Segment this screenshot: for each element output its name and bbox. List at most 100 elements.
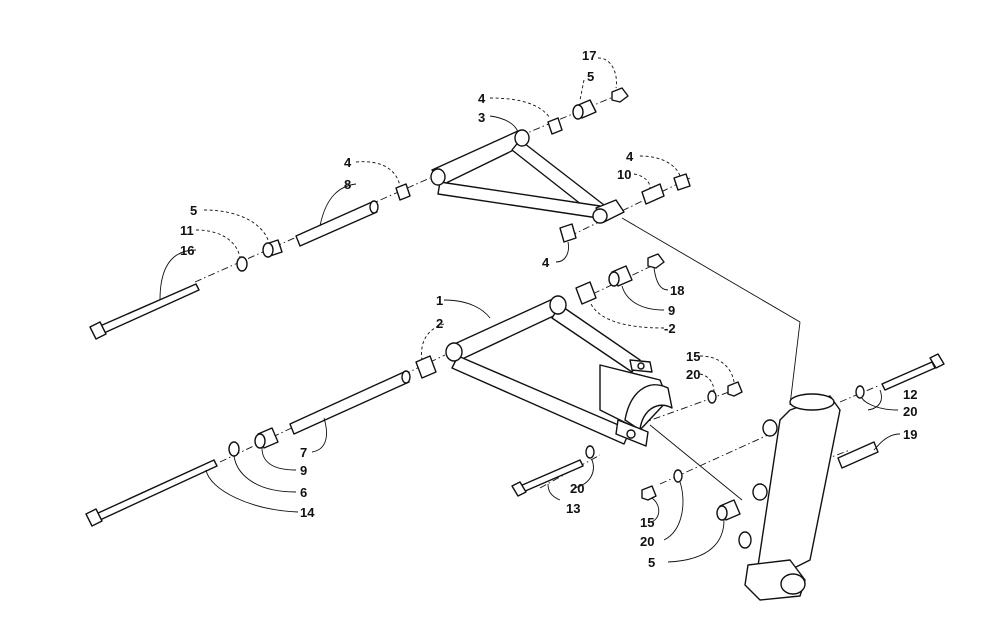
leader-4-right xyxy=(639,155,681,177)
sleeve-7-end xyxy=(401,370,411,384)
leader-5-top xyxy=(579,79,585,101)
callout-6: 6 xyxy=(300,485,307,500)
callout-20-right: 20 xyxy=(903,404,917,419)
bolt-12 xyxy=(881,361,936,391)
bushing-5-upper-flange xyxy=(262,242,274,258)
upper-a-arm xyxy=(430,129,625,224)
bushing-4-d xyxy=(559,223,577,243)
nut-18 xyxy=(647,253,665,269)
leader-2-right xyxy=(589,301,665,329)
lower-arm-ball-cup xyxy=(624,384,673,431)
bolt-14 xyxy=(95,459,218,521)
leader-10 xyxy=(633,173,651,189)
bushing-4-b xyxy=(547,117,563,135)
lower-arm-tab-hole xyxy=(637,362,645,370)
callout-11: 11 xyxy=(180,223,194,238)
leader-4-top xyxy=(489,97,551,119)
sleeve-8-end xyxy=(369,200,379,214)
callout-2-left: 2 xyxy=(436,316,443,331)
callout-13: 13 xyxy=(566,501,580,516)
callout-7: 7 xyxy=(300,445,307,460)
leader-19 xyxy=(873,433,901,451)
leader-8 xyxy=(319,183,357,227)
lower-pivot-axis xyxy=(639,387,741,425)
leader-9-upper xyxy=(621,285,665,311)
washer-20-d xyxy=(855,385,865,399)
bolt-12-head xyxy=(929,353,945,369)
callout-5-bot: 5 xyxy=(648,555,655,570)
spindle-upper-hole xyxy=(762,419,778,437)
callout-15-bot: 15 xyxy=(640,515,654,530)
leader-lines xyxy=(159,57,901,563)
lower-arm-rear-tube xyxy=(451,355,631,445)
leader-20-top xyxy=(699,373,715,393)
nut-15-b xyxy=(641,485,657,501)
bushing-19 xyxy=(837,441,879,469)
callout-9-lower: 9 xyxy=(300,463,307,478)
callout-3: 3 xyxy=(478,110,485,125)
bushing-4-c xyxy=(673,173,691,191)
bushing-9-lower-flange xyxy=(254,433,266,449)
bolt-14-head xyxy=(85,508,103,527)
callout-20-top: 20 xyxy=(686,367,700,382)
upper-left-axis xyxy=(194,177,431,283)
leader-17 xyxy=(597,57,617,89)
callout-12: 12 xyxy=(903,387,917,402)
ball-joint-line-b xyxy=(789,321,801,406)
leader-16 xyxy=(159,249,197,301)
callout-10: 10 xyxy=(617,167,631,182)
sleeve-7 xyxy=(289,371,410,435)
callout-8: 8 xyxy=(344,177,351,192)
sleeve-8 xyxy=(295,201,378,247)
lower-arm-side-tube xyxy=(551,304,641,373)
upper-arm-front-eye xyxy=(430,168,446,186)
callout-20-bolt13: 20 xyxy=(570,481,584,496)
washer-20-c xyxy=(673,469,683,483)
callouts: 17 5 4 3 4 8 5 11 16 4 10 4 18 9 -2 1 2 … xyxy=(180,48,917,570)
callout-14: 14 xyxy=(300,505,315,520)
callout-19: 19 xyxy=(903,427,917,442)
lower-a-arm xyxy=(445,295,673,447)
callout-1: 1 xyxy=(436,293,443,308)
leader-11 xyxy=(195,229,241,259)
callout-5-left: 5 xyxy=(190,203,197,218)
leader-3 xyxy=(489,115,519,133)
leader-20-bot xyxy=(663,481,684,541)
leader-20-right xyxy=(861,397,899,411)
leader-7 xyxy=(311,417,327,453)
spindle-arm-hole xyxy=(738,531,752,549)
upper-arm-ball-joint-eye xyxy=(592,208,608,224)
callout-9-upper: 9 xyxy=(668,303,675,318)
leader-14 xyxy=(205,469,299,513)
leader-5-left xyxy=(203,209,269,241)
bolt-16-head xyxy=(89,321,107,340)
leader-18 xyxy=(653,267,669,291)
bolt-16 xyxy=(99,283,200,334)
bushing-4-a xyxy=(395,183,411,201)
bolt-13-head xyxy=(511,481,527,497)
spindle xyxy=(738,393,841,601)
leader-20-bolt13 xyxy=(573,459,594,489)
upper-arm-front-tube xyxy=(431,130,527,185)
upper-arm-rear-eye xyxy=(514,129,530,147)
nut-15-a xyxy=(727,381,743,397)
sleeve-10 xyxy=(641,183,665,205)
nut-17 xyxy=(611,87,629,103)
spindle-top-boss xyxy=(789,393,835,411)
bushing-2-a xyxy=(415,355,437,379)
washer-11 xyxy=(236,256,248,272)
leader-4-mid xyxy=(355,161,401,187)
leader-12 xyxy=(867,389,882,411)
lower-arm-rear-eye xyxy=(549,295,567,315)
bushing-5-lower-flange xyxy=(716,505,728,521)
spindle-hub-face xyxy=(780,573,806,595)
lower-arm-bracket-hole xyxy=(626,429,636,439)
callout-4-low: 4 xyxy=(542,255,550,270)
callout-17: 17 xyxy=(582,48,596,63)
callout-20-bot: 20 xyxy=(640,534,654,549)
callout-16: 16 xyxy=(180,243,194,258)
leader-15-bot xyxy=(651,497,660,523)
leader-13 xyxy=(547,483,561,501)
